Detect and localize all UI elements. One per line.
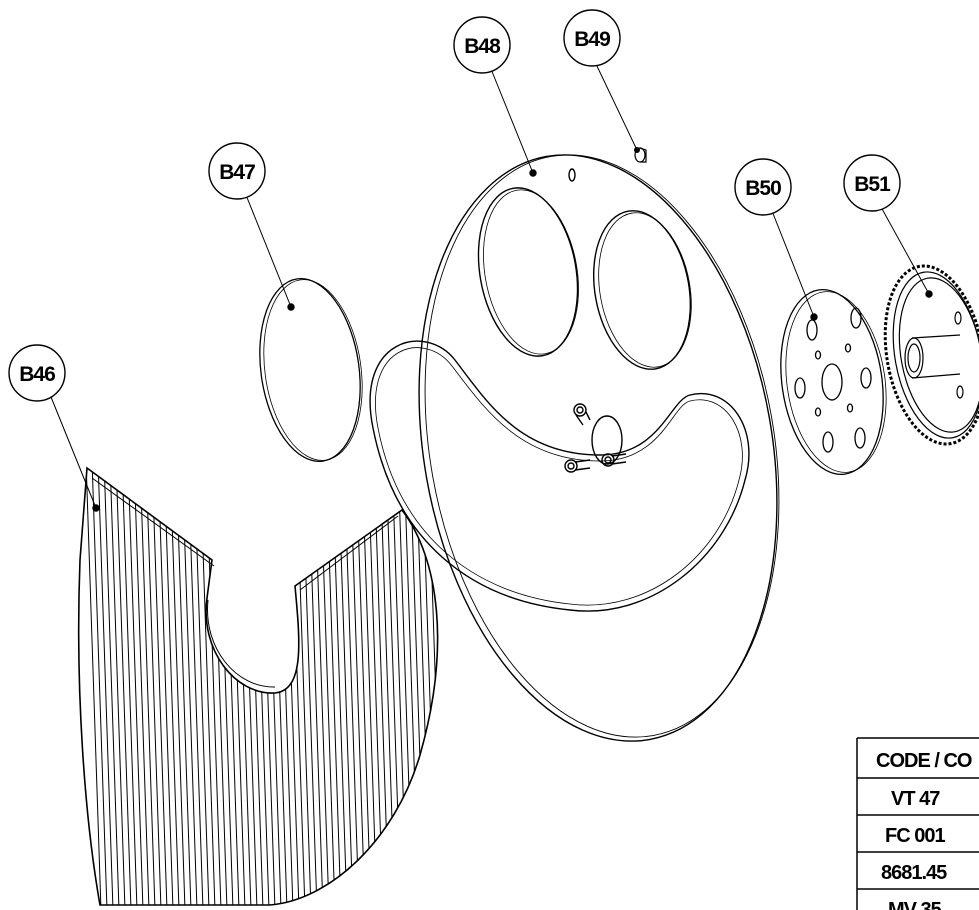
callout-b47: B47 — [208, 142, 266, 200]
parts-table-row-1: VT 47 — [891, 788, 940, 810]
callout-b46-label: B46 — [19, 363, 55, 386]
part-b46-grooved-segment — [77, 466, 439, 906]
parts-table-row-3: 8681.45 — [881, 862, 947, 884]
part-b47-disc — [259, 277, 363, 463]
parts-table-row-2: FC 001 — [885, 825, 945, 847]
parts-table: CODE / CO VT 47 FC 001 8681.45 MV 35 — [856, 737, 979, 910]
callout-b48-label: B48 — [464, 35, 501, 58]
callout-b49: B49 — [563, 9, 621, 67]
parts-table-header: CODE / CO — [876, 750, 972, 772]
callout-b50: B50 — [734, 158, 792, 216]
leader-lines — [50, 63, 933, 512]
parts-table-row-4: MV 35 — [888, 899, 942, 910]
callout-b50-label: B50 — [745, 177, 781, 200]
callout-b46: B46 — [8, 344, 66, 402]
part-b50-flange — [780, 288, 887, 476]
part-b49-pin — [634, 147, 647, 163]
b48-stud-2 — [564, 459, 591, 473]
callout-b51: B51 — [843, 154, 901, 212]
part-b48-main-plate — [369, 154, 780, 742]
part-b51-gear — [883, 264, 979, 446]
callout-b48: B48 — [453, 16, 511, 74]
callout-b47-label: B47 — [219, 161, 255, 184]
b48-stud-3 — [601, 453, 627, 467]
callout-b49-label: B49 — [574, 28, 610, 51]
callout-b51-label: B51 — [854, 173, 891, 196]
b48-stud-1 — [573, 403, 591, 426]
